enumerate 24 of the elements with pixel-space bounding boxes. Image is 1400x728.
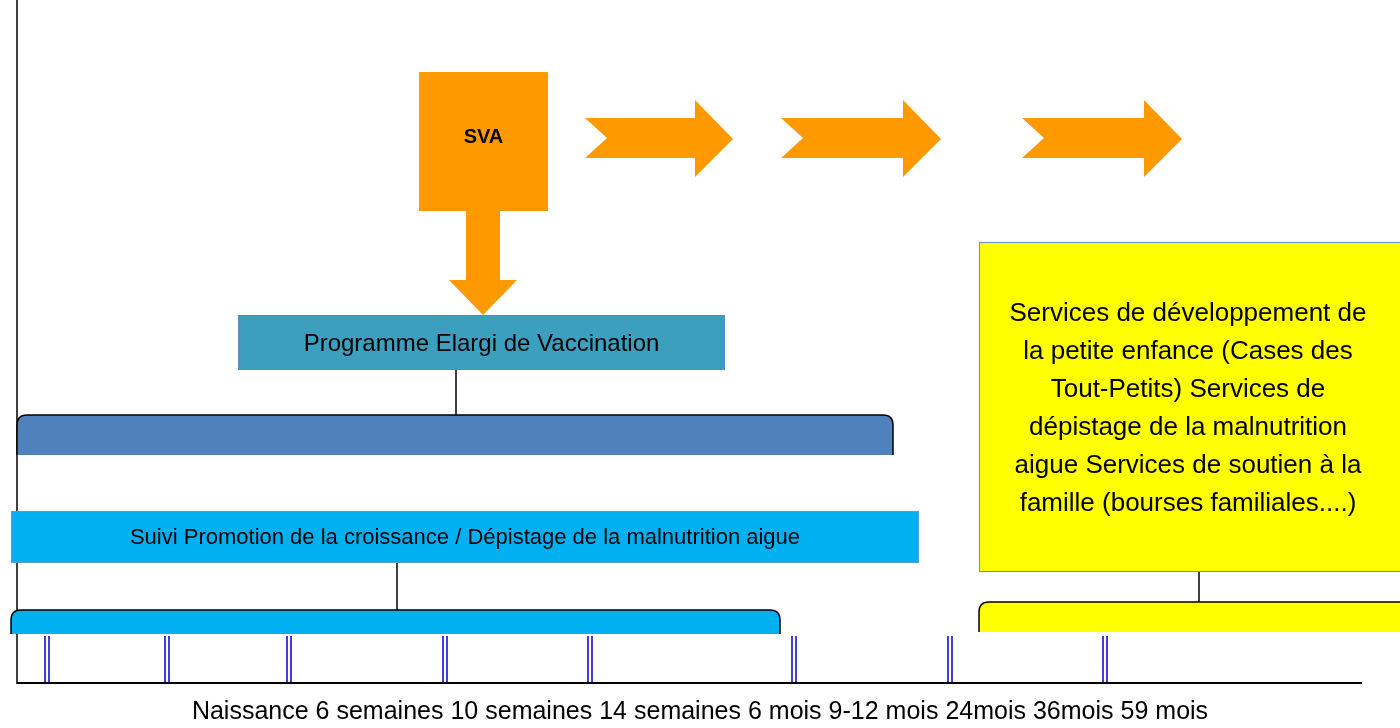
brace-tip-line bbox=[1198, 571, 1200, 603]
text-box bbox=[11, 511, 919, 563]
time-label: 14 semaines bbox=[599, 696, 741, 725]
brace-band bbox=[11, 610, 780, 634]
box-text: Programme Elargi de Vaccination bbox=[303, 328, 660, 357]
box-text: Suivi Promotion de la croissance / Dépistage de la malnutrition aigue bbox=[129, 524, 801, 550]
brace-band bbox=[979, 602, 1400, 632]
text-box bbox=[419, 72, 548, 211]
time-label: 36mois bbox=[1032, 696, 1114, 725]
block-arrow bbox=[449, 211, 517, 315]
box-label: SVA bbox=[463, 125, 504, 148]
box-text: Services de développement de la petite enfance (Cases des Tout-Petits) Services de dépistage de la malnutrition aigue Services de soutien à la famille (bourses familiales....) bbox=[1008, 296, 1368, 519]
brace-tip-line bbox=[396, 562, 398, 611]
time-label: 6 mois bbox=[747, 696, 822, 725]
time-label: 9-12 mois bbox=[828, 696, 939, 725]
text-box bbox=[979, 242, 1400, 572]
time-label: 6 semaines bbox=[315, 696, 444, 725]
brace-band bbox=[17, 415, 893, 455]
text-box bbox=[238, 315, 725, 370]
time-label: 10 semaines bbox=[450, 696, 593, 725]
time-label: 59 mois bbox=[1120, 696, 1209, 725]
time-label: Naissance bbox=[191, 696, 309, 725]
brace-tip-line bbox=[455, 369, 457, 416]
time-label: 24mois bbox=[945, 696, 1026, 725]
